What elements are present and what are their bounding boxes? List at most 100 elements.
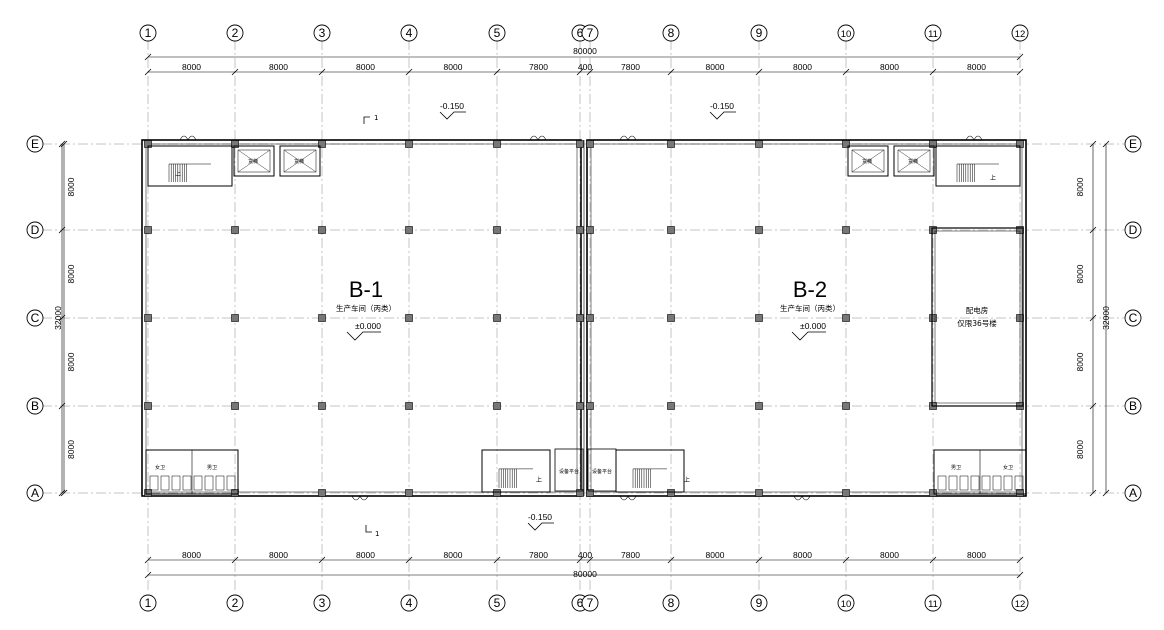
wc-men-b1: 男卫 (207, 465, 217, 471)
dim-bottom-tick-11 (929, 556, 937, 564)
dim-right-tick-1 (1089, 402, 1097, 410)
axis-top-2: 2 (232, 26, 239, 40)
dim-bottom-bay-1: 8000 (182, 550, 201, 560)
dim-left-tick-3 (58, 226, 66, 234)
wc-block-b2-stall-5 (992, 475, 1002, 491)
axis-top-7-circle (581, 24, 599, 42)
elevator-3-car (851, 149, 885, 173)
column-2-671-144 (667, 140, 675, 148)
dim-bottom-tick-10 (842, 556, 850, 564)
column-2-846-493 (842, 489, 850, 497)
dim-bottom-bay-9: 8000 (793, 550, 812, 560)
axis-top-2-circle (226, 24, 244, 42)
column-1-235-406 (231, 402, 239, 410)
elevator-2-x2 (283, 149, 317, 173)
stair-up-4: 上 (684, 476, 690, 484)
axis-bottom-9: 9 (756, 596, 763, 610)
dim-left-bay-2: 8000 (66, 352, 76, 371)
elevator-3 (847, 145, 889, 177)
stair-up-2: 上 (990, 174, 996, 182)
axis-right-C: C (1129, 311, 1138, 325)
dim-top-tick-6 (576, 68, 584, 76)
dim-bottom-bay-8: 8000 (706, 550, 725, 560)
axis-left-C-circle (26, 309, 44, 327)
equipment-platform-b1 (554, 448, 584, 492)
axis-top-12-circle (1011, 24, 1029, 42)
axis-bottom-2: 2 (232, 596, 239, 610)
column-1-322-318 (318, 314, 326, 322)
column-2-933-318 (929, 314, 937, 322)
axis-top-9-circle (750, 24, 768, 42)
axis-bottom-7-circle (581, 594, 599, 612)
column-2-759-493 (755, 489, 763, 497)
axis-right-A: A (1129, 486, 1137, 500)
elevator-1-x2 (237, 149, 271, 173)
dim-bottom-tick-9 (755, 556, 763, 564)
column-2-1020-493 (1016, 489, 1024, 497)
wc-block-b2-stall-6 (1003, 475, 1013, 491)
axis-right-C-circle (1124, 309, 1142, 327)
section-marker-bottom (365, 525, 372, 533)
dim-top-total-tick-12 (1016, 53, 1024, 61)
dim-left-total-value: 32000 (53, 306, 63, 330)
stair-b1-bottom (481, 449, 551, 493)
dim-bottom-bay-11: 8000 (967, 550, 986, 560)
dim-top-tick-12 (1016, 68, 1024, 76)
equipment-platform-b1-label: 设备平台 (559, 468, 579, 475)
stairs-elevators-wc (145, 135, 1027, 501)
axis-left-E: E (31, 137, 39, 151)
elevator-1-label: 货梯 (248, 158, 258, 165)
section-marker-bottom-label: 1 (375, 530, 379, 538)
door-bottom-2 (619, 495, 637, 501)
column-2-933-230 (929, 226, 937, 234)
dim-bottom-tick-3 (318, 556, 326, 564)
axis-bottom-11: 11 (928, 599, 938, 610)
axis-top-10-circle (837, 24, 855, 42)
stair-up-3: 上 (536, 476, 542, 484)
dim-bottom-bay-4: 8000 (444, 550, 463, 560)
axis-bottom-10-circle (837, 594, 855, 612)
axis-bottom-1-circle (139, 594, 157, 612)
dim-bottom-tick-8 (667, 556, 675, 564)
column-2-759-318 (755, 314, 763, 322)
dim-bottom-tick-5 (493, 556, 501, 564)
column-2-671-318 (667, 314, 675, 322)
stair-up-1: 上 (175, 170, 181, 178)
axis-left-D-circle (26, 221, 44, 239)
dim-bottom-tick-1 (144, 556, 152, 564)
stair-b1-top (147, 145, 233, 187)
column-2-933-493 (929, 489, 937, 497)
dim-bottom-bay-7: 7800 (621, 550, 640, 560)
section-marker-top (363, 116, 370, 124)
b1-elevation-mark (346, 331, 381, 341)
elevator-2-car (283, 149, 317, 173)
column-1-497-493 (493, 489, 501, 497)
elevator-4-x2 (897, 149, 931, 173)
section-marker-top-label: 1 (374, 114, 378, 122)
b2-elevation-mark (791, 331, 826, 341)
axis-top-5: 5 (494, 26, 501, 40)
wc-women-b2: 女卫 (1003, 464, 1013, 471)
wc-block-b2-stall-4 (981, 475, 991, 491)
outdoor-elevation-1: -0.150 (440, 101, 464, 111)
outdoor-elevation-mark-3 (527, 522, 554, 531)
dim-top-tick-8 (667, 68, 675, 76)
dim-bottom-tick-7 (586, 556, 594, 564)
elevator-2 (279, 145, 321, 177)
column-1-409-493 (405, 489, 413, 497)
dim-bottom-tick-4 (405, 556, 413, 564)
column-2-759-144 (755, 140, 763, 148)
elevator-4-label: 货梯 (908, 158, 918, 165)
column-1-497-230 (493, 226, 501, 234)
dim-bottom-total-tick-1 (144, 571, 152, 579)
dim-top-bay-8: 8000 (706, 62, 725, 72)
column-1-409-230 (405, 226, 413, 234)
dim-top-bay-3: 8000 (356, 62, 375, 72)
column-2-590-493 (586, 489, 594, 497)
axis-bottom-7: 7 (587, 596, 594, 610)
column-2-846-144 (842, 140, 850, 148)
dim-top-tick-3 (318, 68, 326, 76)
axis-top-1-circle (139, 24, 157, 42)
axis-right-E: E (1129, 137, 1137, 151)
